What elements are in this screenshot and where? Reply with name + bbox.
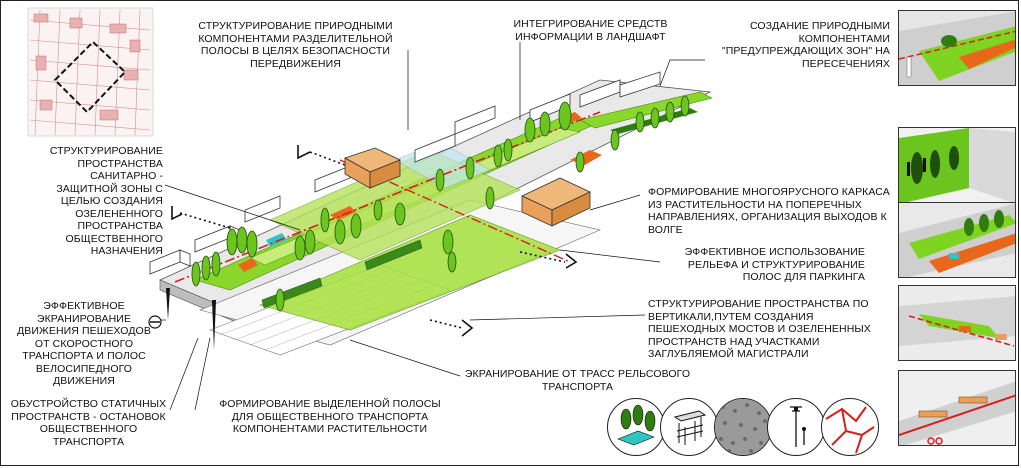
label-warning-zones: Создание природными компонентами "предуп… (721, 20, 890, 70)
side-view-parking (898, 202, 1016, 278)
label-transit-stops: Обустройство статичных пространств - ост… (10, 398, 167, 448)
bench-icon (660, 398, 718, 456)
site-plan-map (27, 7, 154, 137)
side-view-rail-screening (898, 370, 1016, 446)
side-view-green-wall (898, 127, 1016, 203)
label-divider-strip: Структурирование природными компонентами… (198, 20, 393, 70)
label-rail-screening: Экранирование от трасс рельсового трансп… (464, 368, 691, 393)
tree-plaza-icon (607, 398, 665, 456)
paving-texture-icon (714, 398, 772, 456)
network-icon (821, 398, 879, 456)
label-sanitary-zone: Структурирование пространства санитарно … (49, 145, 163, 257)
label-multilevel-frame: Формирование многоярусного каркаса из ра… (648, 186, 890, 236)
lamp-icon (767, 398, 825, 456)
label-vertical-structuring: Структурирование пространства по вертика… (648, 298, 871, 360)
label-transit-lane: Формирование выделенной полосы для общес… (219, 398, 441, 435)
side-view-intersection (898, 10, 1016, 86)
label-relief-parking: Эффективное использование рельефа и стру… (684, 246, 865, 283)
label-info-integration: Интегрирование средств информации в ланд… (513, 18, 668, 43)
label-pedestrian-screening: Эффективное экранирование движения пешех… (17, 300, 151, 387)
side-view-pedestrian-bridge (898, 285, 1016, 361)
